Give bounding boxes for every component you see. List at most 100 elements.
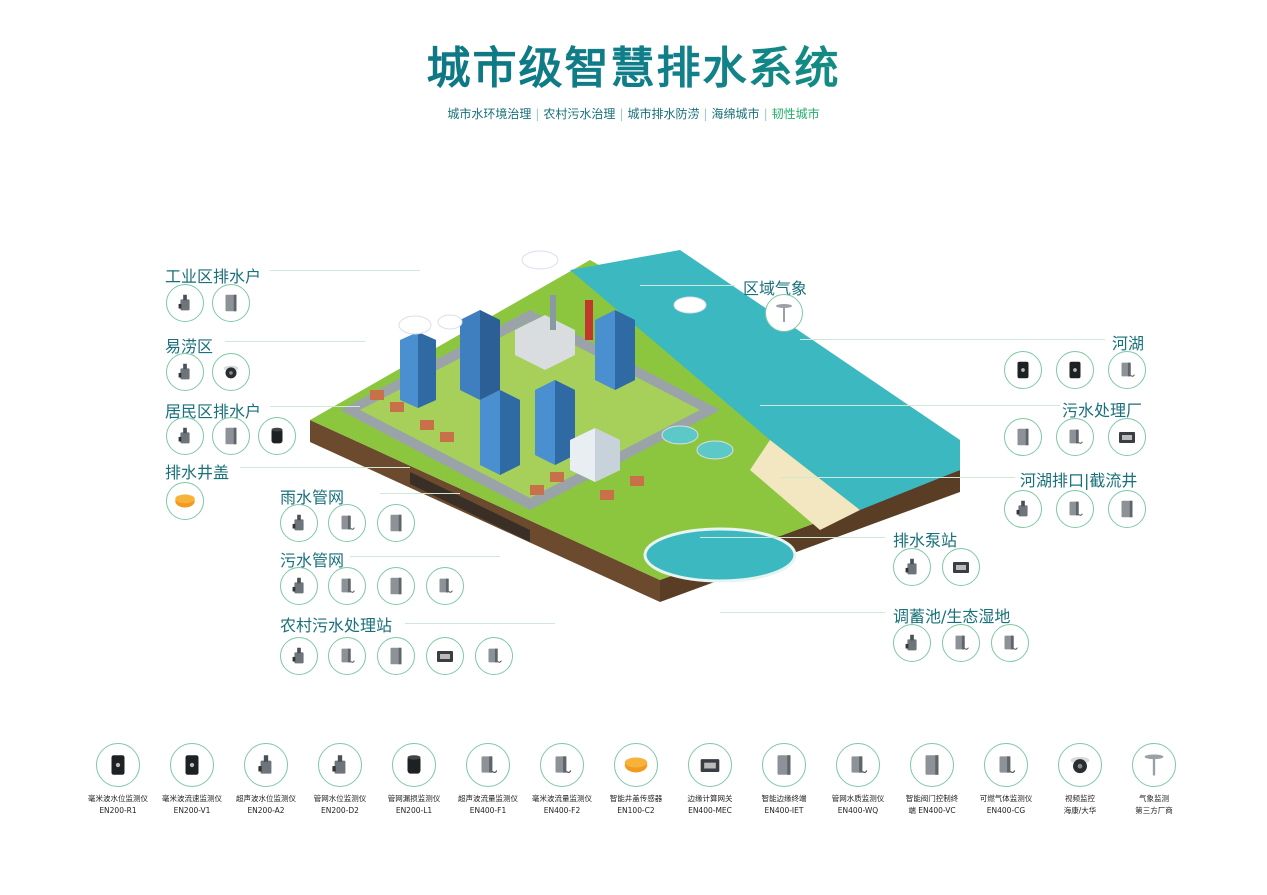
cylinder-meter-icon xyxy=(258,417,296,455)
flow-meter-icon xyxy=(475,637,513,675)
label-storage-wetland: 调蓄池/生态湿地 xyxy=(893,607,1011,626)
box-meter-icon xyxy=(377,567,415,605)
product-item: 管网漏损监测仪 EN200-L1 xyxy=(374,743,454,817)
flow-meter-icon xyxy=(426,567,464,605)
box-meter-icon xyxy=(377,637,415,675)
label-stormwater-network: 雨水管网 xyxy=(280,488,345,507)
connector-line xyxy=(700,537,885,538)
product-item: 智能阀门控制终 端 EN400-VC xyxy=(892,743,972,817)
product-name: 管网水位监测仪 xyxy=(313,794,367,803)
dome-camera-icon xyxy=(1058,743,1102,787)
skyscraper xyxy=(595,310,635,390)
flow-meter-icon xyxy=(991,624,1029,662)
connector-line xyxy=(800,339,1105,340)
product-code: EN200-D2 xyxy=(321,806,359,815)
flow-meter-icon xyxy=(328,637,366,675)
connector-line xyxy=(270,270,420,271)
product-item: 管网水位监测仪 EN200-D2 xyxy=(300,743,380,817)
subtitle-item: 韧性城市 xyxy=(771,107,820,121)
flow-meter-icon xyxy=(1108,351,1146,389)
connector-line xyxy=(780,477,1015,478)
flow-meter-icon xyxy=(466,743,510,787)
connector-line xyxy=(380,493,460,494)
product-code: EN400-MEC xyxy=(688,806,732,815)
retention-pond xyxy=(643,527,797,583)
level-meter-icon xyxy=(893,548,931,586)
treatment-tank xyxy=(696,440,734,460)
dome-camera-icon xyxy=(212,353,250,391)
factory xyxy=(515,295,593,370)
product-code: EN200-L1 xyxy=(395,806,433,815)
subtitle-separator: | xyxy=(703,107,708,121)
label-manhole-cover: 排水井盖 xyxy=(165,463,230,482)
skyscraper xyxy=(460,310,500,400)
product-name: 毫米波流量监测仪 xyxy=(532,794,592,803)
subtitle-separator: | xyxy=(619,107,624,121)
level-meter-icon xyxy=(166,417,204,455)
product-name: 智能边缘终端 xyxy=(761,794,807,803)
level-meter-icon xyxy=(1004,490,1042,528)
connector-line xyxy=(240,467,410,468)
manhole-sensor-icon xyxy=(614,743,658,787)
skyscraper xyxy=(480,390,520,475)
radar-meter-icon xyxy=(1004,351,1042,389)
treatment-tank xyxy=(661,425,699,445)
label-river-outfall: 河湖排口|截流井 xyxy=(1020,471,1138,490)
flow-meter-icon xyxy=(942,624,980,662)
subtitle-item: 海绵城市 xyxy=(711,107,760,121)
connector-line xyxy=(350,556,500,557)
city-illustration xyxy=(310,250,960,602)
gateway-icon xyxy=(688,743,732,787)
label-residential-drainage: 居民区排水户 xyxy=(165,402,262,421)
gateway-icon xyxy=(426,637,464,675)
label-sewage-plant: 污水处理厂 xyxy=(1062,401,1143,420)
product-item: 边缘计算网关 EN400-MEC xyxy=(670,743,750,817)
label-flood-prone-area: 易涝区 xyxy=(165,337,214,356)
level-meter-icon xyxy=(166,284,204,322)
subtitle-item: 城市排水防涝 xyxy=(627,107,700,121)
product-item: 视频监控 海康/大华 xyxy=(1040,743,1120,817)
product-code: 端 EN400-VC xyxy=(908,806,956,815)
product-item: 可燃气体监测仪 EN400-CG xyxy=(966,743,1046,817)
gateway-icon xyxy=(1108,418,1146,456)
flow-meter-icon xyxy=(1056,490,1094,528)
label-rural-sewage-station: 农村污水处理站 xyxy=(280,616,393,635)
subtitle-item: 农村污水治理 xyxy=(543,107,616,121)
box-meter-icon xyxy=(212,417,250,455)
flow-meter-icon xyxy=(1056,418,1094,456)
radar-meter-icon xyxy=(96,743,140,787)
product-code: EN200-A2 xyxy=(247,806,285,815)
level-meter-icon xyxy=(280,567,318,605)
product-code: 海康/大华 xyxy=(1063,806,1097,815)
radar-meter-icon xyxy=(166,353,204,391)
level-meter-icon xyxy=(244,743,288,787)
flow-meter-icon xyxy=(836,743,880,787)
label-regional-weather: 区域气象 xyxy=(743,279,808,298)
level-meter-icon xyxy=(893,624,931,662)
flow-meter-icon xyxy=(540,743,584,787)
skyscraper xyxy=(535,380,575,465)
product-item: 管网水质监测仪 EN400-WQ xyxy=(818,743,898,817)
product-name: 管网水质监测仪 xyxy=(831,794,885,803)
weather-station-icon xyxy=(765,294,803,332)
connector-line xyxy=(720,612,885,613)
product-name: 气象监测 xyxy=(1139,794,1169,803)
level-meter-icon xyxy=(280,637,318,675)
product-code: EN200-V1 xyxy=(173,806,211,815)
connector-line xyxy=(225,341,365,342)
clouds xyxy=(398,250,707,335)
pipe-tunnel xyxy=(410,472,530,542)
label-sewage-network: 污水管网 xyxy=(280,551,345,570)
product-name: 可燃气体监测仪 xyxy=(979,794,1033,803)
product-name: 视频监控 xyxy=(1065,794,1095,803)
label-pump-station: 排水泵站 xyxy=(893,531,958,550)
manhole-sensor-icon xyxy=(166,482,204,520)
radar-meter-icon xyxy=(1056,351,1094,389)
product-code: EN400-CG xyxy=(986,806,1026,815)
product-item: 超声波流量监测仪 EN400-F1 xyxy=(448,743,528,817)
product-item: 超声波水位监测仪 EN200-A2 xyxy=(226,743,306,817)
houses xyxy=(370,390,644,500)
product-item: 毫米波流量监测仪 EN400-F2 xyxy=(522,743,602,817)
connector-line xyxy=(640,285,735,286)
box-meter-icon xyxy=(377,504,415,542)
